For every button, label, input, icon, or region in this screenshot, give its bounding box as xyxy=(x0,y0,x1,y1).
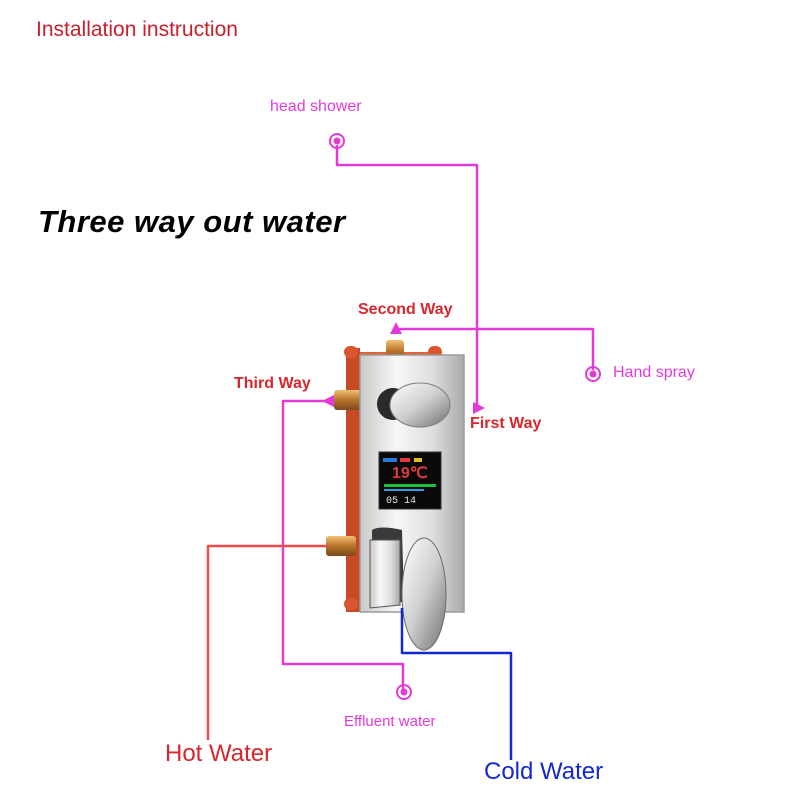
label-head-shower: head shower xyxy=(270,98,362,115)
display-temperature: 19℃ xyxy=(392,465,428,482)
diverter-knob xyxy=(377,382,451,428)
digital-display xyxy=(378,451,442,510)
hand-spray-marker-icon xyxy=(585,366,601,382)
hot-inlet-connector xyxy=(326,536,356,556)
endpoint-markers xyxy=(329,133,601,700)
display-reading: 05 14 xyxy=(386,496,416,507)
first-way-arrow-icon xyxy=(473,402,485,414)
page-title: Installation instruction xyxy=(36,18,238,41)
third-way-arrow-icon xyxy=(322,395,334,407)
diagram-heading: Three way out water xyxy=(38,204,346,239)
label-hand-spray: Hand spray xyxy=(613,364,695,381)
label-second-way: Second Way xyxy=(358,301,453,318)
label-hot-water: Hot Water xyxy=(165,740,273,767)
flow-arrows xyxy=(322,322,485,414)
label-cold-water: Cold Water xyxy=(484,758,604,785)
cold-water-pipe xyxy=(400,608,513,760)
effluent-marker-icon xyxy=(396,684,412,700)
label-first-way: First Way xyxy=(470,415,542,432)
label-effluent-water: Effluent water xyxy=(344,713,436,730)
label-third-way: Third Way xyxy=(234,375,311,392)
head-shower-marker-icon xyxy=(329,133,345,149)
hot-water-pipe xyxy=(206,544,328,740)
effluent-pipe xyxy=(281,399,405,690)
second-way-arrow-icon xyxy=(390,322,402,334)
head-shower-pipe xyxy=(335,145,479,408)
mixer-lever xyxy=(369,527,447,651)
third-way-connector xyxy=(334,390,362,410)
